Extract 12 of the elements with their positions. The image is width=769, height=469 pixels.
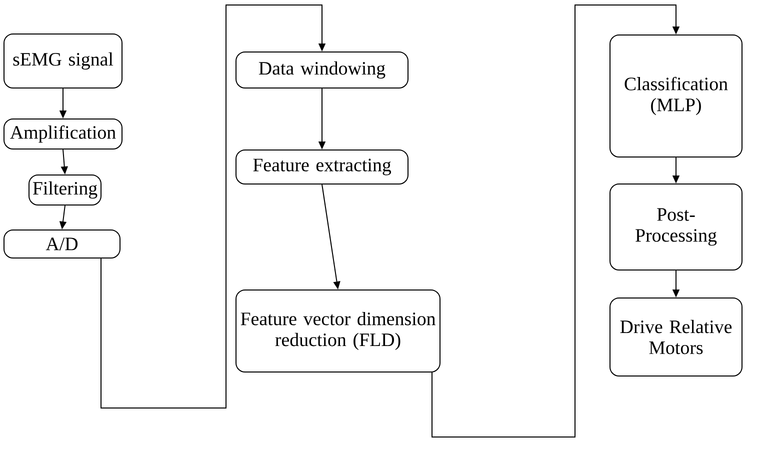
process-box: Feature extracting bbox=[236, 150, 408, 184]
arrow bbox=[100, 4, 326, 408]
arrow bbox=[432, 4, 680, 438]
process-box: Classification (MLP) bbox=[610, 34, 742, 158]
process-box: sEMG signal bbox=[4, 34, 122, 88]
process-box: Amplification bbox=[4, 118, 122, 150]
process-box: Post- Processing bbox=[610, 184, 742, 270]
process-box: Data windowing bbox=[236, 52, 408, 88]
process-box: A/D bbox=[4, 230, 120, 258]
process-box: Filtering bbox=[28, 174, 102, 206]
process-box: Feature vector dimension reduction (FLD) bbox=[236, 290, 440, 372]
process-box: Drive Relative Motors bbox=[610, 298, 742, 376]
